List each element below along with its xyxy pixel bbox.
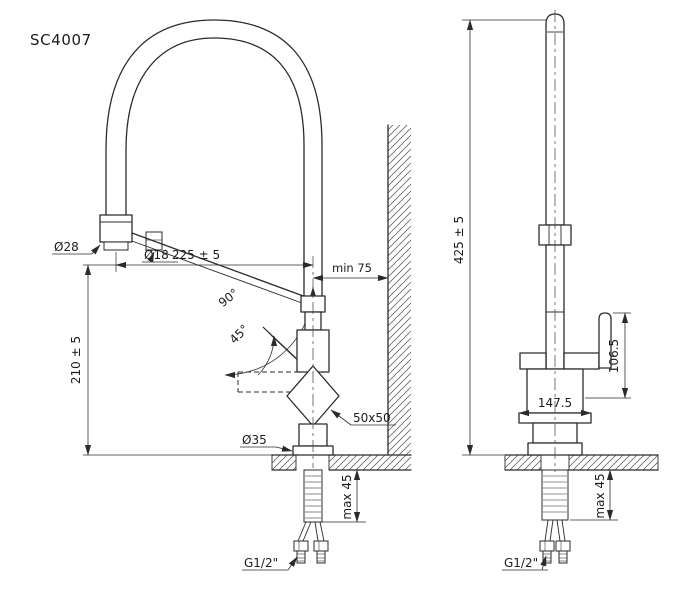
dimension-thread-side: G1/2" [242,556,298,571]
supply-hoses-front [539,519,571,564]
dim-wall-clearance-label: min 75 [332,261,372,275]
dimension-max-counter-front: max 45 [570,469,618,521]
dim-swivel-45-label: 45° [227,322,252,347]
dimension-spout-tube-diameter: Ø18 [142,248,178,263]
dim-total-height-label: 425 ± 5 [452,216,466,264]
spout-arm [131,231,307,304]
mounting-shank-front [541,469,569,521]
dim-thread-front-label: G1/2" [504,556,538,570]
dim-spout-tube-diameter-label: Ø18 [144,248,169,262]
dim-max-counter-front-label: max 45 [593,473,607,518]
dim-spout-reach-label: 225 ± 5 [172,248,220,262]
dimension-total-height: 425 ± 5 [452,19,546,456]
dimension-base-diameter: Ø35 [240,433,293,452]
dimension-handle-height: 106.5 [585,312,631,399]
side-view: 225 ± 5 min 75 210 ± 5 90° 45° Ø28 Ø18 [52,19,412,571]
dimension-wall-clearance: min 75 [312,261,389,282]
dimension-thread-front: G1/2" [502,555,548,571]
model-number: SC4007 [30,31,92,49]
countertop-front [504,454,659,471]
faucet-body-front [518,13,612,456]
dim-base-width-label: 147.5 [538,396,572,410]
wall-section [387,124,411,456]
dimension-spout-reach: 225 ± 5 [83,248,314,272]
spout-arm-dashed-position [237,371,297,393]
dimension-base-width: 147.5 [518,396,592,417]
dimension-max-counter-side: max 45 [322,469,366,523]
supply-hoses-side [293,521,329,564]
dimension-spout-outlet-diameter: Ø28 [52,240,101,255]
dim-swivel-90-label: 90° [216,286,241,310]
dim-handle-height-label: 106.5 [607,339,621,373]
dim-spout-outlet-diameter-label: Ø28 [54,240,79,254]
dim-outlet-height-label: 210 ± 5 [69,336,83,384]
mounting-shank-side [303,469,323,523]
dim-max-counter-side-label: max 45 [340,474,354,519]
countertop-side [271,454,412,471]
spout-head [99,214,133,251]
dimension-outlet-height: 210 ± 5 [69,264,272,456]
gooseneck-spout [105,19,323,297]
dim-thread-side-label: G1/2" [244,556,278,570]
front-view: 425 ± 5 106.5 147.5 max 45 G1/2" [452,10,659,571]
dim-mounting-hole-label: 50x50 [353,411,391,425]
dimension-mounting-hole: 50x50 [330,409,396,426]
dim-base-diameter-label: Ø35 [242,433,267,447]
